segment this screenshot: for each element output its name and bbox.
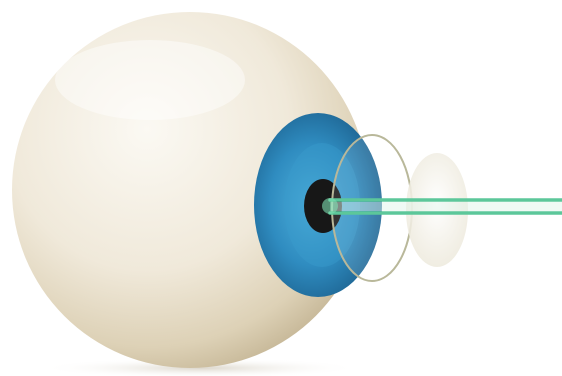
laser-entry-glow xyxy=(322,198,338,214)
sclera-highlight xyxy=(55,40,245,120)
